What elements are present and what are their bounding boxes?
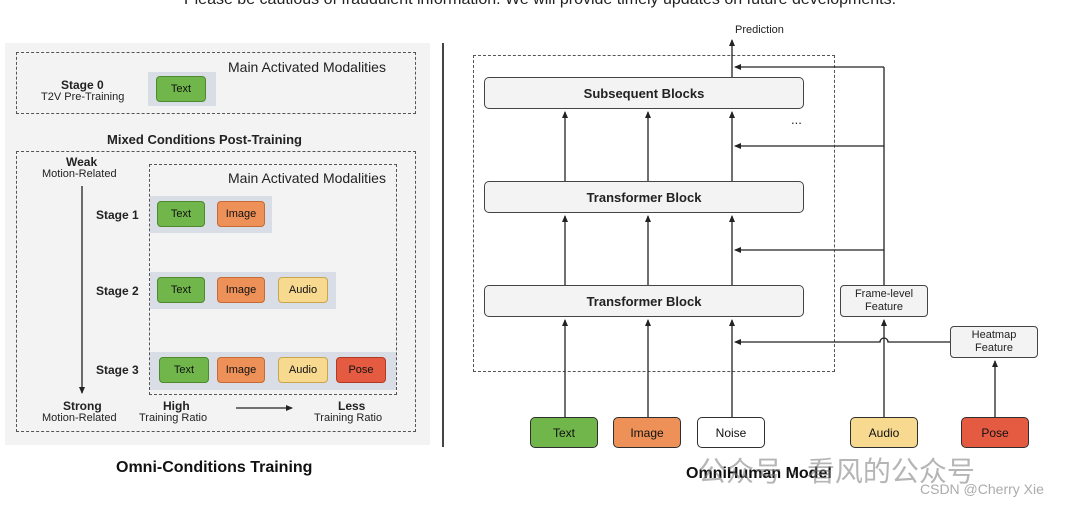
wechat-watermark: 公众号 · 看风的公众号	[698, 456, 975, 487]
weak-subtitle: Motion-Related	[42, 168, 117, 180]
post-training-title: Mixed Conditions Post-Training	[107, 132, 302, 147]
inner-modalities-box	[149, 164, 397, 395]
stage0-title: Stage 0	[61, 78, 104, 92]
input-noise: Noise	[697, 417, 765, 448]
stage3-image-chip: Image	[217, 357, 265, 383]
stage0-modalities-header: Main Activated Modalities	[228, 59, 386, 75]
strong-subtitle: Motion-Related	[42, 412, 117, 424]
high-subtitle: Training Ratio	[139, 412, 208, 424]
transformer-block-bottom: Transformer Block	[484, 285, 804, 317]
input-text: Text	[530, 417, 598, 448]
top-notice: Please be cautious of fraudulent informa…	[0, 0, 1080, 9]
transformer-block-top: Transformer Block	[484, 181, 804, 213]
inner-modalities-header: Main Activated Modalities	[228, 170, 386, 186]
input-audio: Audio	[850, 417, 918, 448]
heatmap-feature: Heatmap Feature	[950, 326, 1038, 358]
ellipsis: ...	[791, 112, 802, 127]
stage0-box	[16, 52, 416, 114]
stage0-text-chip: Text	[156, 76, 206, 102]
stage0-subtitle: T2V Pre-Training	[41, 91, 125, 103]
stage3-label: Stage 3	[96, 363, 139, 377]
input-pose: Pose	[961, 417, 1029, 448]
subsequent-blocks: Subsequent Blocks	[484, 77, 804, 109]
stage2-image-chip: Image	[217, 277, 265, 303]
model-dashed-box	[473, 55, 835, 372]
high-title: High	[163, 399, 190, 413]
less-subtitle: Training Ratio	[314, 412, 383, 424]
stage1-text-chip: Text	[157, 201, 205, 227]
stage3-audio-chip: Audio	[278, 357, 328, 383]
stage2-audio-chip: Audio	[278, 277, 328, 303]
left-caption: Omni-Conditions Training	[116, 459, 313, 476]
stage1-image-chip: Image	[217, 201, 265, 227]
right-caption: OmniHuman Model	[686, 465, 832, 482]
stage3-pose-chip: Pose	[336, 357, 386, 383]
panel-divider	[442, 43, 444, 447]
stage2-text-chip: Text	[157, 277, 205, 303]
prediction-label: Prediction	[735, 24, 784, 36]
csdn-watermark: CSDN @Cherry Xie	[920, 481, 1044, 497]
input-image: Image	[613, 417, 681, 448]
frame-level-feature: Frame-level Feature	[840, 285, 928, 317]
stage3-text-chip: Text	[159, 357, 209, 383]
stage2-label: Stage 2	[96, 284, 139, 298]
weak-title: Weak	[66, 155, 98, 169]
stage1-label: Stage 1	[96, 208, 139, 222]
post-training-box	[16, 151, 416, 432]
strong-title: Strong	[63, 399, 102, 413]
less-title: Less	[338, 399, 366, 413]
